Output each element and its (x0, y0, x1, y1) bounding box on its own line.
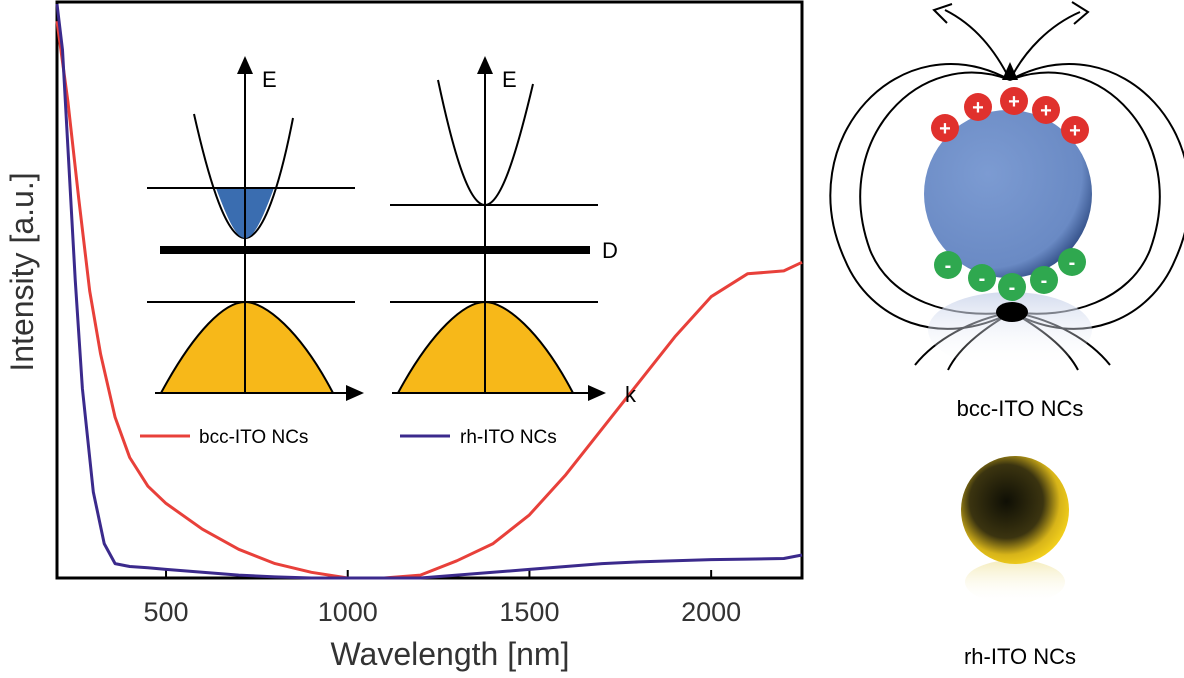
minus-charge-icon: - (934, 251, 962, 279)
sphere-reflection (928, 292, 1092, 368)
positive-charges: + + + + + (931, 87, 1089, 144)
bcc-np-label: bcc-ITO NCs (957, 396, 1084, 421)
svg-text:-: - (1009, 277, 1016, 299)
energy-label-rh: E (502, 67, 517, 92)
svg-text:+: + (939, 118, 951, 140)
series-line-bcc (55, 20, 803, 580)
arrow-up-icon (477, 56, 493, 74)
arrow-right-icon (346, 385, 364, 401)
x-tick-label: 500 (143, 597, 188, 627)
minus-charge-icon: - (968, 264, 996, 292)
minus-charge-icon: - (998, 273, 1026, 301)
plot-frame (55, 0, 804, 580)
svg-text:+: + (972, 97, 984, 119)
series-line-rh (55, 3, 803, 580)
bcc-nanoparticle-illustration: + + + + + - - - - - bcc-ITO NCs (829, 1, 1184, 421)
sphere-reflection (965, 560, 1065, 604)
rh-nanoparticle-illustration: rh-ITO NCs (961, 456, 1076, 669)
arrow-right-icon (1071, 1, 1090, 25)
valence-band-bcc (159, 300, 335, 394)
legend-label-bcc: bcc-ITO NCs (199, 427, 308, 448)
arrow-up-icon (237, 56, 253, 74)
yellow-sphere (961, 456, 1069, 564)
legend: bcc-ITO NCs rh-ITO NCs (140, 427, 557, 448)
svg-text:-: - (1069, 252, 1076, 274)
x-ticks: 500 1000 1500 2000 (143, 570, 741, 627)
plus-charge-icon: + (1061, 116, 1089, 144)
x-tick-label: 1500 (499, 597, 559, 627)
spectra-chart: 500 1000 1500 2000 Wavelength [nm] Intensit… (4, 0, 804, 672)
series-layer (55, 3, 803, 580)
y-axis-title: Intensity [a.u.] (4, 172, 40, 371)
band-diagram-inset: E D E k (147, 56, 637, 407)
svg-text:+: + (1040, 100, 1052, 122)
x-tick-label: 2000 (681, 597, 741, 627)
arrow-up-icon (1002, 62, 1018, 80)
plus-charge-icon: + (931, 114, 959, 142)
defect-label: D (602, 238, 618, 263)
svg-text:-: - (979, 268, 986, 290)
svg-text:-: - (945, 255, 952, 277)
x-axis-title: Wavelength [nm] (331, 636, 570, 672)
k-label: k (625, 382, 637, 407)
negative-charges: - - - - - (934, 248, 1086, 301)
svg-text:+: + (1008, 91, 1020, 113)
x-tick-label: 1000 (318, 597, 378, 627)
minus-charge-icon: - (1058, 248, 1086, 276)
blue-sphere (924, 110, 1092, 278)
plus-charge-icon: + (1032, 96, 1060, 124)
energy-label-bcc: E (262, 67, 277, 92)
svg-text:-: - (1041, 270, 1048, 292)
arrow-right-icon (588, 385, 606, 401)
arrow-left-icon (932, 3, 953, 24)
plus-charge-icon: + (1000, 87, 1028, 115)
field-pole (996, 302, 1028, 322)
minus-charge-icon: - (1030, 266, 1058, 294)
plus-charge-icon: + (964, 93, 992, 121)
legend-label-rh: rh-ITO NCs (460, 427, 557, 448)
svg-text:+: + (1069, 120, 1081, 142)
rh-np-label: rh-ITO NCs (964, 644, 1076, 669)
